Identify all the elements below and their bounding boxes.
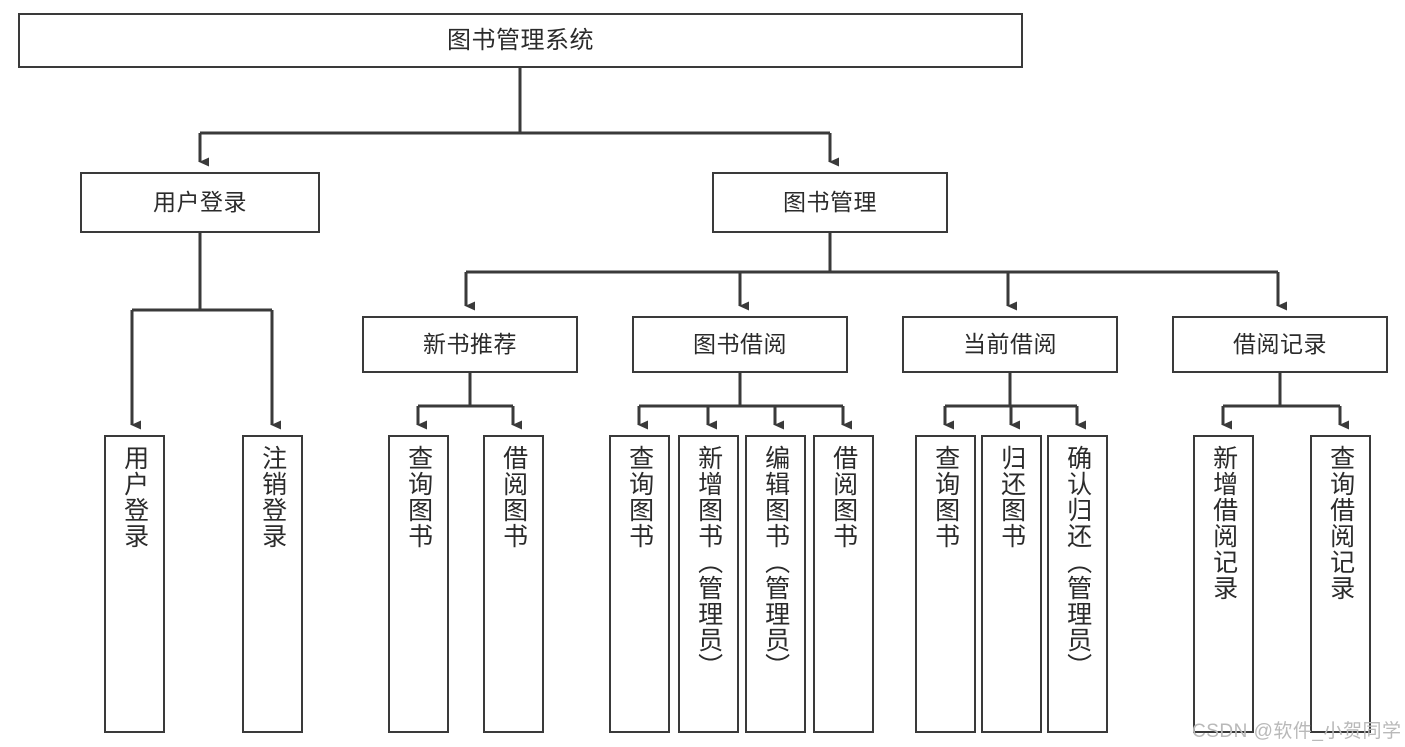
leaf-query-book-borrow[interactable]: 查询图书 xyxy=(609,435,670,733)
leaf-return-book[interactable]: 归还图书 xyxy=(981,435,1042,733)
leaf-add-book-label: 新增图书（管理员） xyxy=(694,445,723,679)
leaf-add-record[interactable]: 新增借阅记录 xyxy=(1193,435,1254,733)
leaf-edit-book[interactable]: 编辑图书（管理员） xyxy=(745,435,806,733)
leaf-add-book[interactable]: 新增图书（管理员） xyxy=(678,435,739,733)
leaf-confirm-return[interactable]: 确认归还（管理员） xyxy=(1047,435,1108,733)
node-user-login-label: 用户登录 xyxy=(153,189,247,216)
node-book-borrow-label: 图书借阅 xyxy=(693,331,787,358)
leaf-query-book-cur[interactable]: 查询图书 xyxy=(915,435,976,733)
leaf-query-record-label: 查询借阅记录 xyxy=(1326,445,1355,601)
node-user-login[interactable]: 用户登录 xyxy=(80,172,320,233)
leaf-user-logout-label: 注销登录 xyxy=(258,445,287,549)
leaf-user-login[interactable]: 用户登录 xyxy=(104,435,165,733)
node-current-borrow-label: 当前借阅 xyxy=(963,331,1057,358)
node-root-label: 图书管理系统 xyxy=(447,26,594,54)
leaf-user-login-label: 用户登录 xyxy=(120,445,149,549)
node-book-manage[interactable]: 图书管理 xyxy=(712,172,948,233)
leaf-add-record-label: 新增借阅记录 xyxy=(1209,445,1238,601)
leaf-query-book-cur-label: 查询图书 xyxy=(931,445,960,549)
leaf-query-record[interactable]: 查询借阅记录 xyxy=(1310,435,1371,733)
leaf-borrow-book-rec-label: 借阅图书 xyxy=(499,445,528,549)
leaf-query-book-borrow-label: 查询图书 xyxy=(625,445,654,549)
node-book-manage-label: 图书管理 xyxy=(783,189,877,216)
node-borrow-record[interactable]: 借阅记录 xyxy=(1172,316,1388,373)
node-new-book-recommend-label: 新书推荐 xyxy=(423,331,517,358)
node-new-book-recommend[interactable]: 新书推荐 xyxy=(362,316,578,373)
leaf-return-book-label: 归还图书 xyxy=(997,445,1026,549)
leaf-confirm-return-label: 确认归还（管理员） xyxy=(1063,445,1092,679)
node-root[interactable]: 图书管理系统 xyxy=(18,13,1023,68)
leaf-edit-book-label: 编辑图书（管理员） xyxy=(761,445,790,679)
leaf-user-logout[interactable]: 注销登录 xyxy=(242,435,303,733)
leaf-borrow-book-label: 借阅图书 xyxy=(829,445,858,549)
node-book-borrow[interactable]: 图书借阅 xyxy=(632,316,848,373)
node-current-borrow[interactable]: 当前借阅 xyxy=(902,316,1118,373)
leaf-borrow-book-rec[interactable]: 借阅图书 xyxy=(483,435,544,733)
node-borrow-record-label: 借阅记录 xyxy=(1233,331,1327,358)
leaf-query-book-rec[interactable]: 查询图书 xyxy=(388,435,449,733)
leaf-query-book-rec-label: 查询图书 xyxy=(404,445,433,549)
csdn-watermark: CSDN @软件_小贺同学 xyxy=(1192,721,1402,742)
leaf-borrow-book[interactable]: 借阅图书 xyxy=(813,435,874,733)
